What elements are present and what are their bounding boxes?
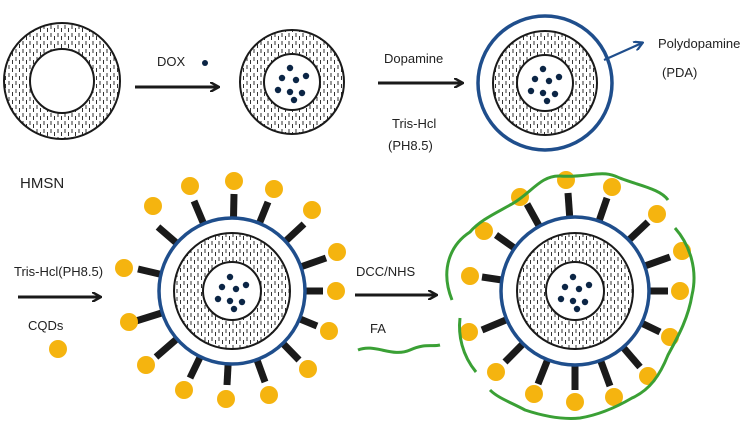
label-hmsn: HMSN: [20, 175, 64, 192]
hmsn-particle: [3, 22, 121, 140]
label-pda: (PDA): [662, 65, 697, 80]
label-dcc-nhs: DCC/NHS: [356, 264, 416, 279]
dox-dot: [202, 60, 208, 66]
label-ph: (PH8.5): [388, 138, 433, 153]
label-dox: DOX: [157, 54, 186, 69]
fa-chain-legend: [357, 343, 441, 354]
label-tris-hcl-ph: Tris-Hcl(PH8.5): [14, 264, 103, 279]
dox-loaded-particle: [239, 29, 345, 135]
label-fa: FA: [370, 321, 386, 336]
cqd-legend-dot: [49, 340, 67, 358]
label-polydopamine: Polydopamine: [658, 36, 740, 51]
label-dopamine: Dopamine: [384, 51, 443, 66]
pda-coated-particle: [476, 14, 614, 152]
fa-particle: [445, 171, 696, 420]
arrow-polydopamine: [603, 43, 642, 62]
cqd-particle: [115, 172, 346, 408]
label-cqds: CQDs: [28, 318, 64, 333]
label-tris-hcl: Tris-Hcl: [392, 116, 436, 131]
